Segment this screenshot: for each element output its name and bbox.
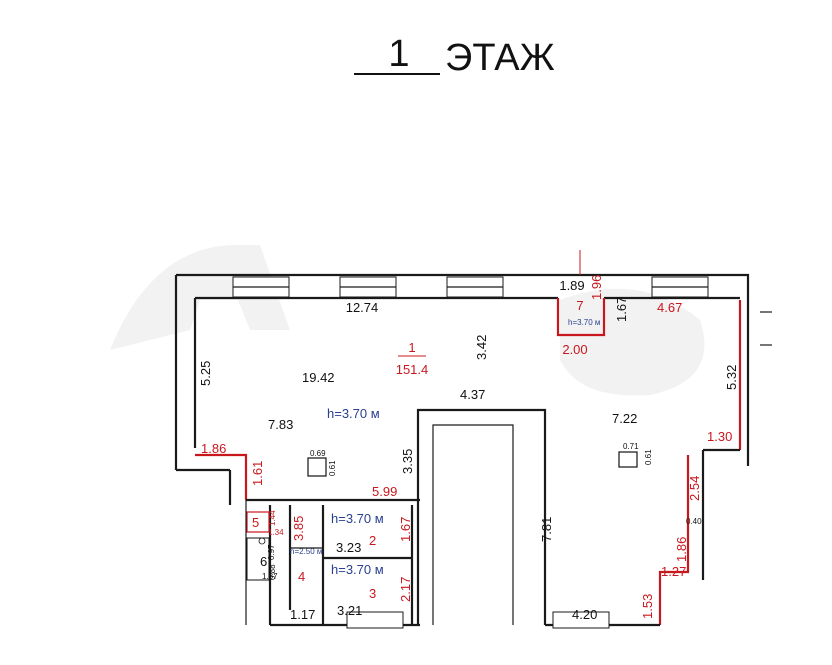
dim-r7-top: 1.89 xyxy=(559,278,584,293)
dim-bottom-right: 4.20 xyxy=(572,607,597,622)
dim-left-step: 1.86 xyxy=(201,441,226,456)
room-3-height: h=3.70 м xyxy=(331,562,384,577)
room-1-area: 151.4 xyxy=(396,362,429,377)
column-left xyxy=(307,457,327,477)
dim-top-wall: 12.74 xyxy=(346,300,379,315)
dim-r2-side: 1.67 xyxy=(398,517,413,542)
dimensions-main: 12.74 5.25 19.42 7.83 3.42 4.37 3.35 7.2… xyxy=(198,300,739,622)
dim-r7-side: 1.96 xyxy=(589,275,604,300)
room-4-number: 4 xyxy=(298,569,305,584)
dim-r4-side: 3.85 xyxy=(291,516,306,541)
room-3: h=3.70 м 3 2.17 3.21 xyxy=(331,562,413,618)
top-windows xyxy=(232,276,709,629)
dim-r6-c: 0.88 xyxy=(268,564,277,580)
room-5: 5 1.44 1.34 xyxy=(246,510,284,537)
dim-left-width: 19.42 xyxy=(302,370,335,385)
column-left-h: 0.61 xyxy=(328,460,337,476)
dim-corridor-top: 4.37 xyxy=(460,387,485,402)
dim-r5-b: 1.34 xyxy=(268,528,284,537)
column-right xyxy=(618,451,638,468)
column-right-h: 0.61 xyxy=(644,449,653,465)
floor-title: 1 ЭТАЖ xyxy=(354,33,555,79)
dimensions-left: 1.86 1.61 5.99 xyxy=(201,441,397,499)
dim-corridor-side: 3.35 xyxy=(400,449,415,474)
dim-right-small: 0.40 xyxy=(686,517,702,526)
column-left-w: 0.69 xyxy=(310,449,326,458)
dim-left-step-v: 1.61 xyxy=(250,461,265,486)
dim-r4-bottom: 1.17 xyxy=(290,607,315,622)
room-7-number: 7 xyxy=(576,298,583,313)
room-1: 1 151.4 h=3.70 м xyxy=(327,340,428,421)
dim-left-wall: 5.25 xyxy=(198,361,213,386)
interior-details xyxy=(245,258,581,625)
dim-right-side: 2.54 xyxy=(687,476,702,501)
dim-right-low-h: 1.27 xyxy=(661,564,686,579)
floor-number: 1 xyxy=(388,33,409,75)
room-7: 7 h=3.70 м 1.89 1.96 1.67 2.00 xyxy=(556,250,629,357)
dim-r2-top: 5.99 xyxy=(372,484,397,499)
dim-right-step: 1.30 xyxy=(707,429,732,444)
room-7-height: h=3.70 м xyxy=(568,318,600,327)
dimensions-right: 1.30 2.54 0.40 1.86 1.27 1.53 xyxy=(640,429,732,619)
outer-walls xyxy=(174,273,772,627)
room-5-number: 5 xyxy=(252,515,259,530)
room-3-number: 3 xyxy=(369,586,376,601)
room-4: 3.85 h=2.50 м 4 1.17 xyxy=(290,516,322,622)
dim-r2-bottom: 3.23 xyxy=(336,540,361,555)
room-2-number: 2 xyxy=(369,533,376,548)
room-2-height: h=3.70 м xyxy=(331,511,384,526)
dim-r5-a: 1.44 xyxy=(268,510,277,526)
dim-r6-a: 0.97 xyxy=(267,544,276,560)
room-2: h=3.70 м 2 3.23 1.67 xyxy=(331,511,413,555)
floor-word: ЭТАЖ xyxy=(445,37,555,79)
room-6: 6 0.97 1.37 0.88 xyxy=(246,537,278,581)
dim-right-low-v: 1.86 xyxy=(674,537,689,562)
room-4-height: h=2.50 м xyxy=(290,547,322,556)
columns: 0.69 0.61 0.71 0.61 xyxy=(307,442,653,477)
room-6-number: 6 xyxy=(260,554,267,569)
dim-inner-left: 7.83 xyxy=(268,417,293,432)
dim-r3-side: 2.17 xyxy=(398,577,413,602)
dim-right-wall: 5.32 xyxy=(724,365,739,390)
sink-icon xyxy=(258,537,266,545)
dim-r7-right: 1.67 xyxy=(614,297,629,322)
column-right-w: 0.71 xyxy=(623,442,639,451)
room-1-number: 1 xyxy=(408,340,415,355)
dim-r6-b: 1.37 xyxy=(262,572,278,581)
dim-corridor-len: 7.81 xyxy=(539,517,554,542)
dim-right-width: 7.22 xyxy=(612,411,637,426)
dim-top-right: 4.67 xyxy=(657,300,682,315)
dim-r3-bottom: 3.21 xyxy=(337,603,362,618)
dim-r7-bottom: 2.00 xyxy=(562,342,587,357)
room-1-height: h=3.70 м xyxy=(327,406,380,421)
dim-mid-depth: 3.42 xyxy=(474,335,489,360)
dim-right-bottom-v: 1.53 xyxy=(640,594,655,619)
